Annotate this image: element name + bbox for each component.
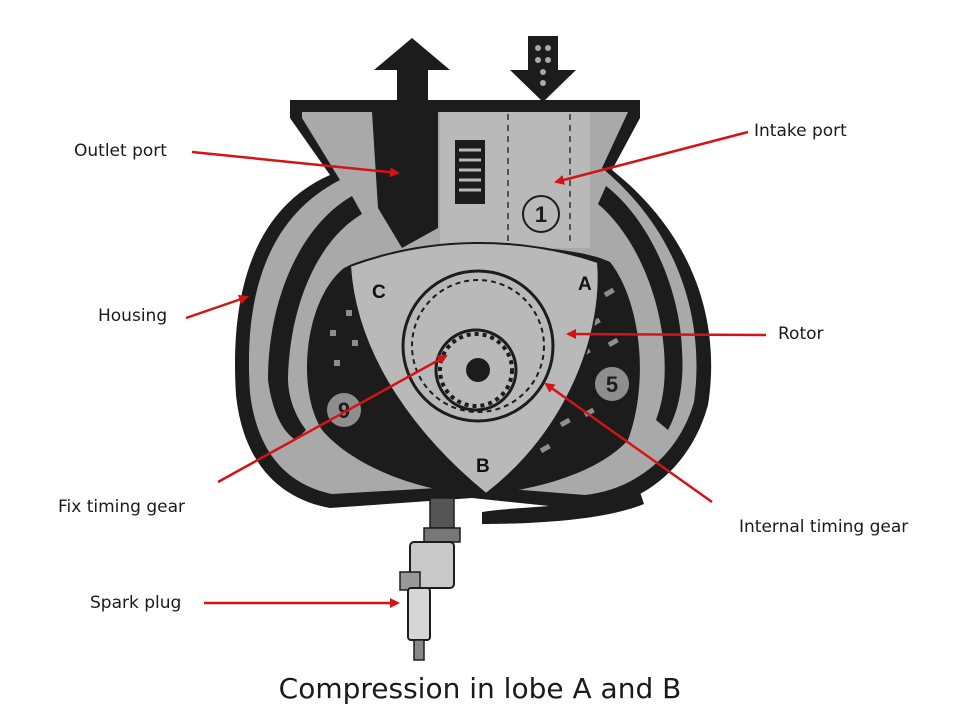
- shaft: [466, 358, 490, 382]
- outlet-channel: [372, 112, 438, 248]
- fix-timing-gear-arrow: [217, 354, 448, 484]
- outlet-port-arrow: [191, 150, 400, 178]
- spark-plug: [399, 497, 461, 661]
- svg-text:1: 1: [535, 202, 547, 227]
- fix-timing-gear-label: Fix timing gear: [58, 497, 186, 517]
- rotor-arrow: [566, 329, 767, 340]
- lobe-a-label: A: [578, 274, 592, 295]
- internal-timing-gear-arrow: [544, 382, 713, 504]
- intake-port-arrow: [554, 130, 749, 185]
- svg-text:5: 5: [606, 372, 618, 397]
- outlet-port-label: Outlet port: [74, 141, 167, 161]
- housing-label: Housing: [98, 306, 168, 326]
- internal-timing-gear-label: Internal timing gear: [739, 517, 909, 537]
- cooling-passage-right: [598, 186, 683, 430]
- lobe-c-label: C: [372, 282, 386, 303]
- position-marker-5: [593, 365, 631, 403]
- position-marker-1: [522, 195, 560, 233]
- exhaust-arrow: [374, 38, 450, 114]
- cooling-passage-left: [268, 196, 362, 440]
- housing-arrow: [185, 294, 249, 320]
- rotor-label: Rotor: [778, 324, 824, 344]
- diagram-caption: Compression in lobe A and B: [278, 672, 682, 705]
- position-marker-9: [325, 391, 363, 429]
- spark-plug-label: Spark plug: [90, 593, 182, 613]
- cooling-passage-bottom: [482, 492, 644, 524]
- svg-text:9: 9: [338, 398, 350, 423]
- intake-port-label: Intake port: [754, 121, 847, 141]
- lobe-b-label: B: [476, 456, 490, 477]
